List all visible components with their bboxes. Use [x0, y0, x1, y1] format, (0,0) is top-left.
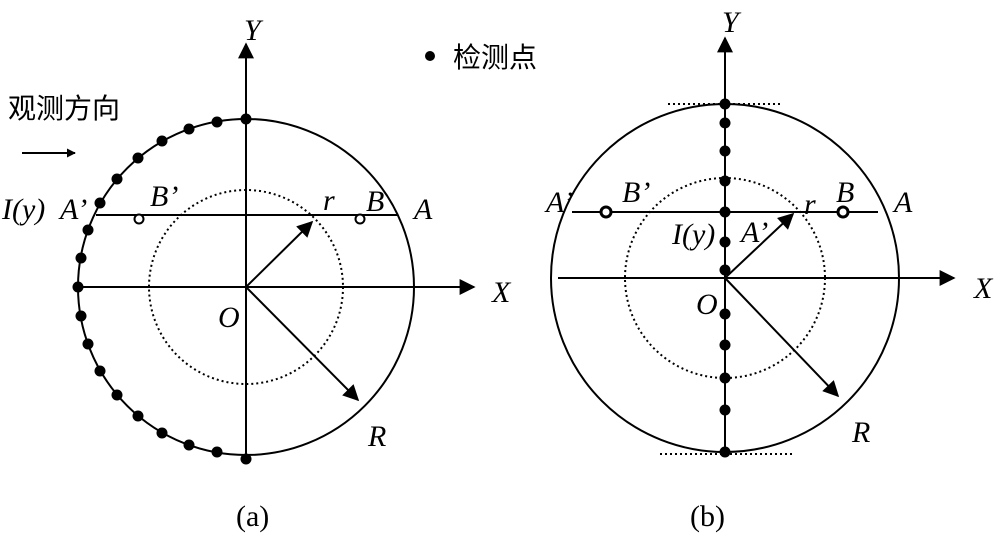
inner-radius-label: r [804, 188, 816, 221]
panel-a-caption: (a) [236, 500, 269, 533]
detection-point [211, 116, 223, 128]
panel-b-caption: (b) [690, 500, 725, 533]
detection-point [111, 389, 123, 401]
detection-point [719, 308, 731, 320]
detection-point [132, 152, 144, 164]
outer-radius-arrow [245, 286, 360, 402]
point-a-prime-left-label: A’ [544, 186, 573, 219]
point-b-prime-marker [599, 205, 613, 219]
panel-b: Y X O R r I(y) A’ B’ B A A’ (b) [544, 6, 994, 533]
point-a-label: A [412, 193, 433, 226]
outer-radius-label: R [367, 420, 386, 453]
detection-point [719, 264, 731, 276]
x-axis-label: X [973, 272, 994, 305]
detection-point [156, 427, 168, 439]
detection-point [719, 98, 731, 110]
detection-point [719, 446, 731, 458]
detection-point [75, 310, 87, 322]
detection-point [111, 173, 123, 185]
point-b-prime-label: B’ [150, 180, 178, 213]
inner-radius-arrow [724, 212, 795, 279]
detection-point [719, 339, 731, 351]
origin-label: O [218, 301, 240, 334]
outer-radius-label: R [851, 416, 870, 449]
detection-point [211, 446, 223, 458]
point-b-label: B [366, 185, 384, 218]
detection-point [82, 338, 94, 350]
detection-point [240, 453, 252, 465]
y-axis-label: Y [722, 6, 742, 39]
detection-points [72, 113, 252, 465]
detection-point [94, 197, 106, 209]
detection-point [719, 236, 731, 248]
detection-point [183, 123, 195, 135]
detection-point [719, 404, 731, 416]
detection-points [719, 98, 731, 458]
point-b-prime-marker [133, 213, 145, 225]
x-axis-label: X [491, 276, 512, 309]
point-b-prime-label: B’ [622, 176, 650, 209]
legend: 检测点 [425, 41, 537, 74]
detection-point [75, 252, 87, 264]
detection-point [183, 439, 195, 451]
outer-radius-arrow [724, 277, 840, 398]
inner-radius-label: r [323, 184, 335, 217]
inner-radius-arrow [245, 220, 314, 288]
point-b-marker [354, 213, 366, 225]
detection-point [719, 117, 731, 129]
detection-point [82, 224, 94, 236]
intensity-label: I(y) [1, 193, 45, 226]
detection-point [719, 175, 731, 187]
point-a-prime-center-label: A’ [739, 216, 768, 249]
detection-point [132, 410, 144, 422]
detection-point [156, 135, 168, 147]
detection-point [719, 372, 731, 384]
origin-label: O [696, 288, 718, 321]
detection-point [94, 365, 106, 377]
legend-marker-dot [425, 51, 435, 61]
point-a-prime-label: A’ [58, 193, 87, 226]
intensity-label: I(y) [671, 218, 715, 251]
point-a-label: A [892, 186, 913, 219]
point-b-label: B [836, 176, 854, 209]
y-axis-label: Y [244, 14, 264, 47]
view-direction-label: 观测方向 [8, 92, 120, 125]
detection-point [240, 113, 252, 125]
detection-point [719, 145, 731, 157]
point-b-marker [836, 205, 850, 219]
detection-point [719, 206, 731, 218]
panel-a: 观测方向 [1, 14, 512, 533]
detection-point [72, 281, 84, 293]
legend-marker-label: 检测点 [453, 41, 537, 74]
